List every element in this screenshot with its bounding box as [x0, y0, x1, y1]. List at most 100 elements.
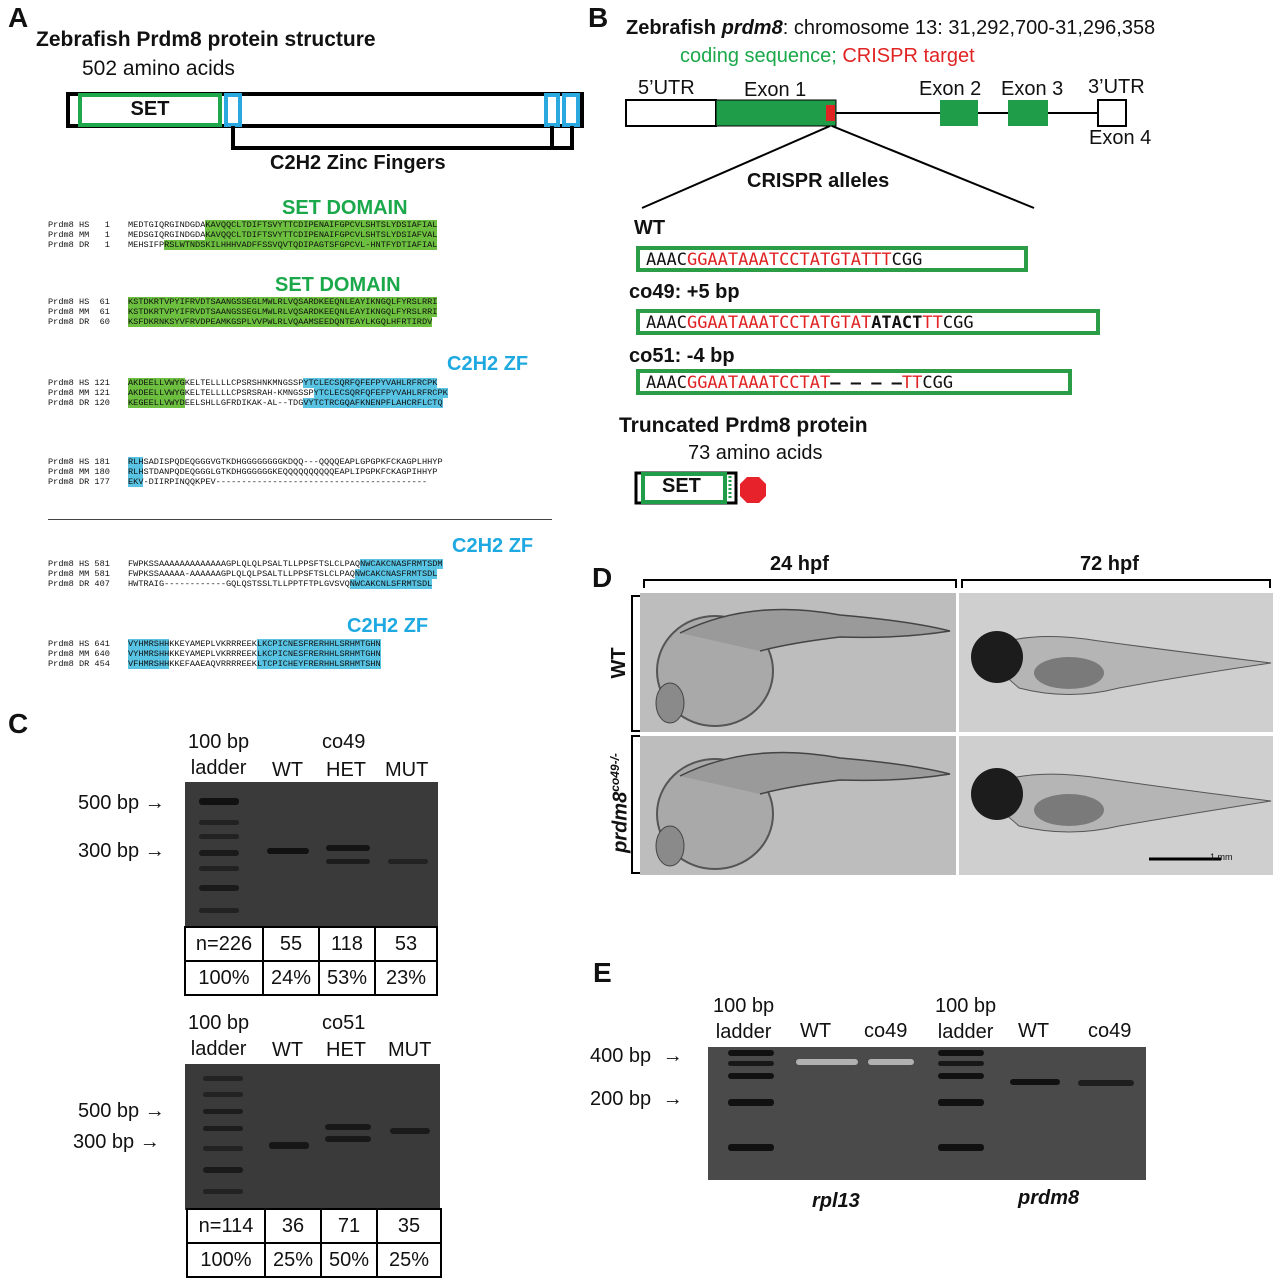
- exon2-box: [940, 100, 978, 126]
- allele-wt-sequence: AAACGGAATAAATCCTATGTATTTCGG: [636, 246, 1028, 272]
- e-prdm8-co49-band: [1078, 1080, 1134, 1086]
- gel2-wt-band: [269, 1142, 309, 1149]
- alignment-set-highlight: RSLWTNDSKILHHHVADFFSSVQVTQDIPAGTSFGPCVL-…: [164, 240, 438, 250]
- sequence-segment: TT: [922, 313, 943, 333]
- alignment-row-label: Prdm8 DR 120: [48, 398, 110, 408]
- alignment-seq: MEHSIFP: [128, 240, 165, 250]
- alignment-zf-highlight: VYHMRSHH: [128, 649, 170, 659]
- set-label: SET: [130, 98, 170, 120]
- sequence-segment: CGG: [891, 250, 923, 270]
- alignment-row-label: Prdm8 MM 61: [48, 307, 110, 317]
- alignment-row-label: Prdm8 DR 407: [48, 579, 110, 589]
- embryo-brackets: [631, 579, 1271, 874]
- legend-crispr: CRISPR target: [836, 45, 975, 67]
- alignment-row: Prdm8 DR 1 MEHSIFPRSLWTNDSKILHHHVADFFSSVQ…: [48, 240, 438, 250]
- alignment-seq: KELTELLLLCPSRSRAH-KMNGSSP: [184, 388, 314, 398]
- gel1-pct-wt: 24%: [262, 960, 320, 996]
- alignment-set-highlight: KSTDKRTVPYIFRVDTSAANGSSEGLMWLRLVQSARDKEE…: [128, 297, 438, 307]
- e-gel-image: [708, 1047, 1146, 1180]
- gel1-image: [185, 782, 438, 928]
- gel2-image: [185, 1064, 440, 1210]
- alignment-zf-highlight: VYTCTRCGQAFKNENPFLAHCRFLCTQ: [303, 398, 443, 408]
- sequence-segment: TT: [901, 373, 923, 393]
- row-mutant-label: prdm8co49-/-: [608, 753, 632, 853]
- gene-title-name: prdm8: [721, 17, 783, 39]
- sequence-segment: AAAC: [646, 313, 687, 333]
- gel1-count-het: 118: [318, 926, 376, 962]
- alignment-row-label: Prdm8 DR 1: [48, 240, 110, 250]
- gel2-lane-wt: WT: [272, 1039, 304, 1061]
- e-rpl13-co49-band: [868, 1059, 914, 1065]
- allele-wt-label: WT: [634, 217, 666, 239]
- set-domain-title-1: SET DOMAIN: [282, 197, 408, 219]
- alignment-zf-highlight: YTCLECSQRFQFEFPYVAHLRFRCPK: [303, 378, 438, 388]
- alignment-zf-highlight: NWCAKCNASFRMTSDL: [354, 569, 438, 579]
- panel-d-letter: D: [592, 562, 613, 593]
- exon3-box: [1008, 100, 1048, 126]
- alignment-row-label: Prdm8 HS 121: [48, 378, 110, 388]
- gel1-het-band-upper: [326, 845, 370, 851]
- alignment-zf-highlight: LKCPICNESFRERHHLSRHMTGHN: [256, 649, 381, 659]
- alignment-row: Prdm8 HS 581 FWPKSSAAAAAAAAAAAAAGPLQLQLPS…: [48, 559, 443, 569]
- sequence-segment: CGG: [942, 313, 974, 333]
- gel2-genotype-table: n=114 36 71 35 100% 25% 50% 25%: [186, 1208, 442, 1278]
- gel2-het-band-lower: [325, 1136, 371, 1142]
- sequence-segment: GGAATAAATCCTATGTAT: [686, 313, 872, 333]
- gel1-pct-het: 53%: [318, 960, 376, 996]
- alignment-zf-highlight: VYHMRSHH: [128, 639, 170, 649]
- protein-bar: [66, 92, 584, 128]
- alignment-zf-highlight: YTCLECSQRFQFEFPYVAHLRFRCPK: [313, 388, 448, 398]
- gel1-ladder-band: [199, 798, 239, 805]
- e-prdm8-wt-band: [1010, 1079, 1060, 1085]
- alignment-zf-highlight: EKV: [128, 477, 144, 487]
- gel1-lane-mut: MUT: [385, 759, 429, 781]
- gel1-count-total: n=226: [184, 926, 264, 962]
- alignment-row-label: Prdm8 MM 581: [48, 569, 110, 579]
- sequence-segment: CGG: [922, 373, 954, 393]
- e-gene-prdm8: prdm8: [1018, 1187, 1080, 1209]
- utr5-label: 5’UTR: [638, 77, 695, 99]
- alignment-row-label: Prdm8 HS 181: [48, 457, 110, 467]
- alignment-row-label: Prdm8 HS 581: [48, 559, 110, 569]
- c2h2-zf-title-1: C2H2 ZF: [447, 353, 529, 375]
- alignment-row-label: Prdm8 MM 180: [48, 467, 110, 477]
- alignment-zf-highlight: VFHMRSHH: [128, 659, 170, 669]
- sequence-segment: GGAATAAATCCTATGTATTT: [686, 250, 892, 270]
- alignment-zf-highlight: LKCPICNESFRERHHLSRHMTGHN: [256, 639, 381, 649]
- truncated-protein-diagram: [634, 471, 766, 505]
- alignment-set-highlight: KEGEELLVWYD: [128, 398, 185, 408]
- alignment-set-highlight: AKDEELLVWYG: [128, 388, 185, 398]
- gel2-mut-band: [390, 1128, 430, 1134]
- alignment-seq: KKEYAMEPLVKRRREEK: [169, 639, 257, 649]
- alignment-row-label: Prdm8 DR 454: [48, 659, 110, 669]
- c2h2-zf-title-2: C2H2 ZF: [452, 535, 534, 557]
- alignment-seq: FWPKSSAAAAAAAAAAAAAGPLQLQLPSALTLLPPSFTSL…: [128, 559, 361, 569]
- row-wt-label: WT: [608, 647, 630, 679]
- e-lane-wt-2: WT: [1018, 1020, 1050, 1042]
- gel2-count-het: 71: [320, 1208, 378, 1244]
- zf-box-2: [544, 93, 560, 127]
- alignment-set-highlight: KSFDKRNKSYVFRVDPEAMKGSPLVVPWLRLVQAAMSEED…: [128, 317, 433, 327]
- alignment-seq: KKEYAMEPLVKRRREEK: [169, 649, 257, 659]
- zf-bracket: [231, 126, 574, 150]
- panel-c-letter: C: [8, 708, 29, 739]
- zf-box-3: [562, 93, 580, 127]
- alignment-seq: KELTELLLLCPSRSHNKMNGSSP: [184, 378, 304, 388]
- truncated-set-label: SET: [662, 475, 701, 497]
- gel2-pct-mut: 25%: [376, 1242, 442, 1278]
- e-marker-200: 200 bp →: [590, 1088, 683, 1110]
- gel1-genotype-table: n=226 55 118 53 100% 24% 53% 23%: [184, 926, 438, 996]
- zf-box-1: [224, 93, 242, 127]
- gel1-count-mut: 53: [374, 926, 438, 962]
- gel2-count-wt: 36: [264, 1208, 322, 1244]
- gel2-lane-het-top: co51: [322, 1012, 366, 1034]
- gel2-pct-het: 50%: [320, 1242, 378, 1278]
